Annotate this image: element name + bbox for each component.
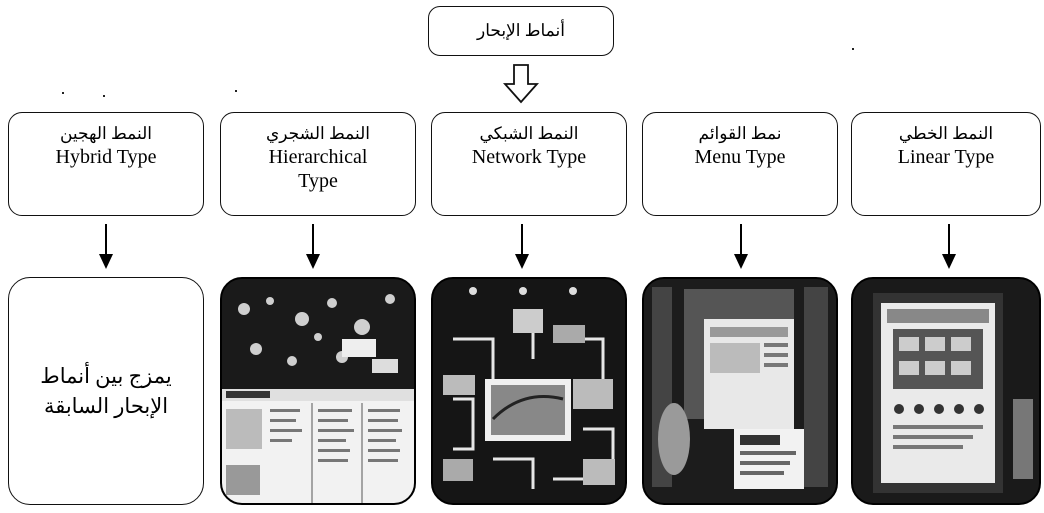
type-label-ar: النمط الهجين bbox=[59, 124, 153, 143]
menu-screenshot-image bbox=[642, 277, 838, 505]
down-arrow-icon bbox=[515, 224, 529, 269]
network-screenshot-image bbox=[431, 277, 627, 505]
type-label-en: Hybrid Type bbox=[55, 146, 157, 168]
type-label-en: Linear Type bbox=[897, 146, 995, 168]
type-box-menu: نمط القوائم Menu Type bbox=[642, 112, 838, 216]
scan-dot bbox=[62, 92, 64, 94]
type-label-ar: النمط الشجري bbox=[266, 124, 370, 143]
hierarchical-screenshot-image bbox=[220, 277, 416, 505]
scan-dot bbox=[103, 95, 105, 97]
hollow-down-arrow-icon bbox=[503, 64, 539, 104]
scan-dot bbox=[235, 90, 237, 92]
type-label-en: Menu Type bbox=[694, 146, 786, 168]
down-arrow-icon bbox=[306, 224, 320, 269]
down-arrow-icon bbox=[942, 224, 956, 269]
type-label-ar: نمط القوائم bbox=[698, 124, 782, 143]
root-node-label: أنماط الإبحار bbox=[477, 21, 565, 40]
hybrid-description-text: يمزج بين أنماط الإبحار السابقة bbox=[40, 364, 172, 418]
scan-dot bbox=[852, 48, 854, 50]
type-box-hybrid: النمط الهجين Hybrid Type bbox=[8, 112, 204, 216]
type-box-network: النمط الشبكي Network Type bbox=[431, 112, 627, 216]
type-label-ar: النمط الشبكي bbox=[479, 124, 579, 143]
type-box-linear: النمط الخطي Linear Type bbox=[851, 112, 1041, 216]
type-box-hierarchical: النمط الشجري Hierarchical Type bbox=[220, 112, 416, 216]
type-label-en: Network Type bbox=[471, 146, 587, 168]
type-label-en: Hierarchical Type bbox=[268, 146, 368, 192]
hybrid-description-box: يمزج بين أنماط الإبحار السابقة bbox=[8, 277, 204, 505]
linear-screenshot-image bbox=[851, 277, 1041, 505]
type-label-ar: النمط الخطي bbox=[898, 124, 994, 143]
down-arrow-icon bbox=[99, 224, 113, 269]
down-arrow-icon bbox=[734, 224, 748, 269]
root-node-box: أنماط الإبحار bbox=[428, 6, 614, 56]
